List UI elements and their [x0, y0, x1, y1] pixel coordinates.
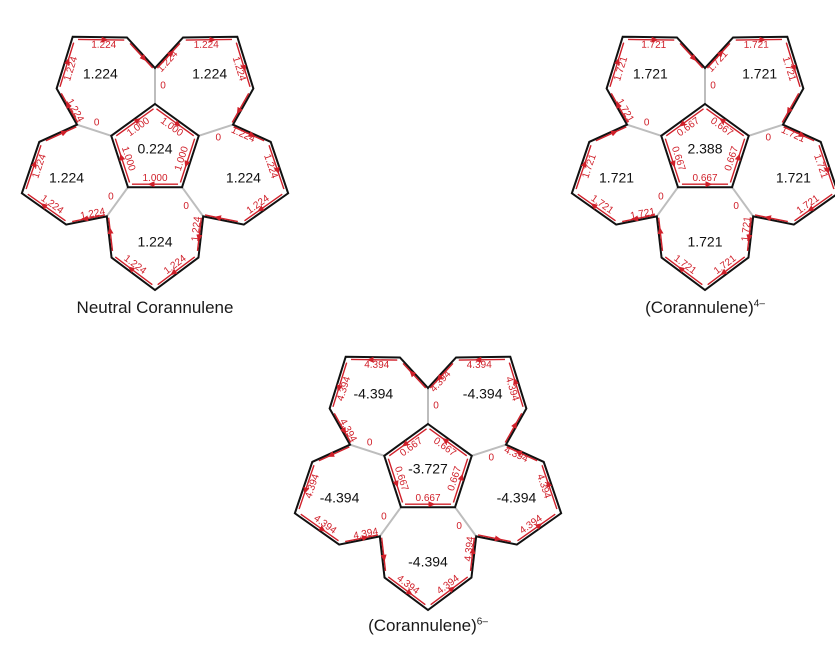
outer-edge-arrow [130, 43, 144, 58]
outer-ring-current: 1.721 [742, 65, 777, 81]
inner-edge-label: 1.000 [142, 173, 167, 184]
caption-text: (Corannulene) [368, 616, 477, 635]
outer-edge-label: 4.394 [467, 360, 493, 371]
outer-ring-current: 1.224 [49, 169, 84, 185]
spoke-current-label: 0 [367, 437, 373, 448]
spoke-current-label: 0 [108, 192, 114, 203]
outer-edge-arrow [239, 93, 249, 111]
outer-edge-label: 1.721 [588, 193, 615, 217]
outer-edge-label: 1.721 [705, 48, 730, 74]
caption-text: Neutral Corannulene [77, 298, 234, 317]
central-ring-current: 2.388 [687, 141, 722, 157]
outer-edge-label: 1.224 [155, 48, 180, 74]
spoke-current-label: 0 [644, 117, 650, 128]
outer-edge-arrow [412, 373, 426, 388]
outer-edge-label: 1.224 [79, 206, 106, 222]
outer-edge-label: 1.224 [30, 152, 49, 180]
outer-ring-current: -4.394 [463, 385, 503, 401]
spoke-current-label: 0 [489, 452, 495, 463]
outer-edge-label: 4.394 [502, 445, 530, 466]
outer-edge-label: 1.721 [614, 97, 636, 125]
outer-edge-label: 4.394 [337, 417, 359, 445]
outer-edge-label: 1.721 [580, 152, 599, 180]
caption-neutral: Neutral Corannulene [77, 298, 234, 318]
outer-edge-arrow [680, 43, 694, 58]
caption-text: (Corannulene) [645, 298, 754, 317]
spoke-current-label: 0 [733, 201, 739, 212]
outer-ring-current: -4.394 [320, 489, 360, 505]
caption-superscript: 4– [754, 298, 765, 309]
outer-edge-arrow [596, 132, 615, 141]
outer-ring-current: 1.224 [83, 65, 118, 81]
outer-edge-arrow [789, 93, 799, 111]
molecule-tetraanion: 0.6670.6670.6670.6670.6671.7211.7211.721… [572, 37, 835, 290]
outer-ring-current: 1.224 [137, 234, 172, 250]
outer-edge-label: 1.224 [91, 40, 117, 51]
outer-edge-label: 1.721 [629, 206, 656, 222]
outer-ring-current: -4.394 [353, 385, 393, 401]
molecule-neutral: 1.0001.0001.0001.0001.0001.2241.2241.224… [22, 37, 288, 290]
spoke-current-label: 0 [381, 512, 387, 523]
outer-edge-label: 1.224 [245, 193, 272, 217]
outer-edge-arrow [46, 132, 65, 141]
outer-edge-label: 4.394 [428, 368, 453, 394]
molecule-hexaanion: 0.6670.6670.6670.6670.6674.3944.3944.394… [295, 357, 561, 610]
outer-edge-label: 1.721 [744, 40, 770, 51]
spoke-current-label: 0 [658, 192, 664, 203]
outer-ring-current: -4.394 [408, 554, 448, 570]
outer-edge-arrow [505, 424, 515, 442]
caption-superscript: 6– [477, 616, 488, 627]
outer-ring-current: 1.721 [599, 169, 634, 185]
inner-edge-label: 0.667 [692, 173, 717, 184]
outer-edge-label: 4.394 [352, 526, 379, 542]
spoke-current-label: 0 [216, 132, 222, 143]
central-ring-current: -3.727 [408, 461, 448, 477]
caption-tetraanion: (Corannulene)4– [645, 298, 765, 318]
outer-edge-label: 4.394 [534, 473, 553, 501]
caption-hexaanion: (Corannulene)6– [368, 616, 488, 636]
outer-ring-current: 1.224 [226, 169, 261, 185]
spoke-current-label: 0 [94, 117, 100, 128]
spoke-current-label: 0 [766, 132, 772, 143]
outer-ring-current: -4.394 [497, 489, 537, 505]
outer-ring-current: 1.721 [687, 234, 722, 250]
outer-edge-label: 4.394 [518, 513, 545, 537]
outer-edge-label: 1.721 [641, 40, 667, 51]
spoke-current-label: 0 [160, 81, 166, 92]
outer-edge-label: 4.394 [311, 513, 338, 537]
spoke-current-label: 0 [456, 521, 462, 532]
central-ring-current: 0.224 [137, 141, 172, 157]
outer-edge-label: 4.394 [364, 360, 390, 371]
outer-edge-label: 1.721 [795, 193, 822, 217]
inner-edge-label: 0.667 [415, 493, 440, 504]
outer-edge-label: 1.224 [261, 153, 280, 181]
spoke-current-label: 0 [183, 201, 189, 212]
outer-ring-current: 1.721 [776, 169, 811, 185]
outer-edge-label: 1.721 [779, 125, 807, 146]
outer-edge-label: 1.224 [194, 40, 220, 51]
outer-edge-label: 1.721 [811, 153, 830, 181]
outer-edge-arrow [330, 447, 349, 456]
outer-ring-current: 1.721 [633, 65, 668, 81]
spoke-current-label: 0 [433, 401, 439, 412]
outer-edge-label: 1.224 [64, 97, 86, 125]
outer-edge-label: 1.224 [229, 125, 257, 146]
outer-ring-current: 1.224 [192, 65, 227, 81]
outer-edge-label: 1.224 [38, 193, 65, 217]
spoke-current-label: 0 [710, 81, 716, 92]
